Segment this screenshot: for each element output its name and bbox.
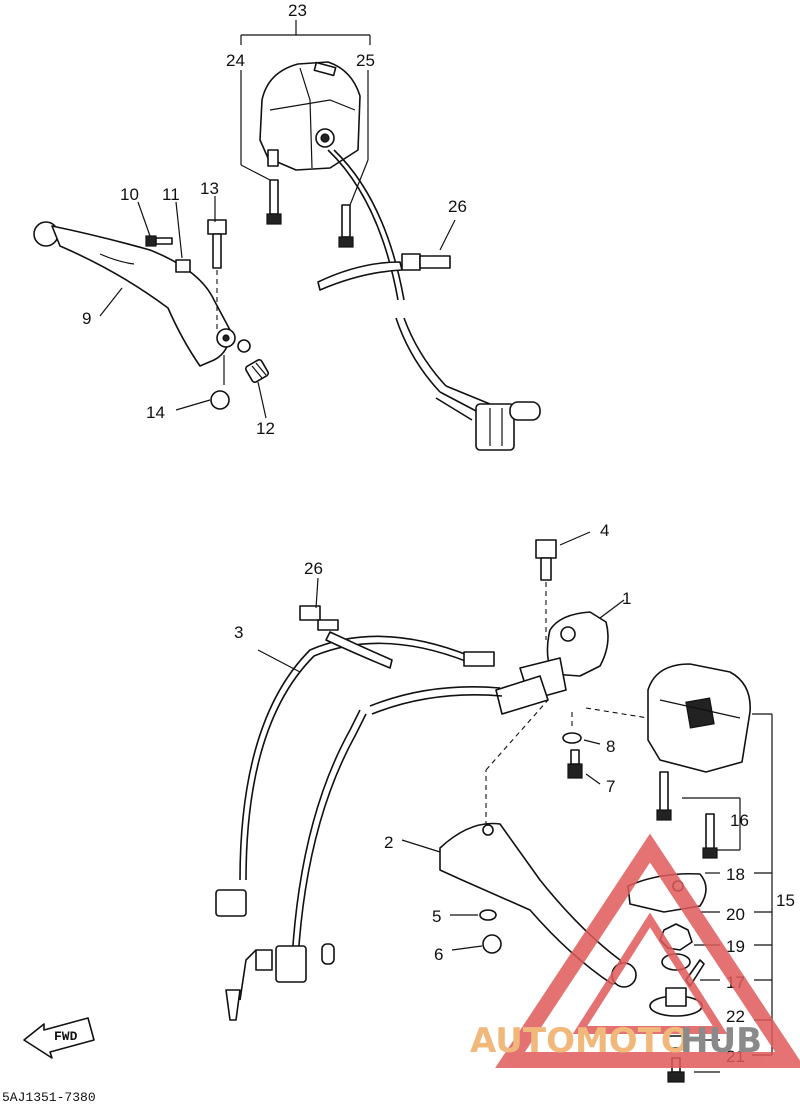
washer-5 (479, 909, 497, 921)
callout-6: 6 (434, 945, 443, 964)
nut-11 (175, 259, 191, 273)
callout-10: 10 (120, 185, 139, 204)
leaders-upper (99, 196, 267, 419)
svg-text:AUTOMOTO: AUTOMOTO (470, 1021, 690, 1061)
lever-holder (495, 599, 625, 715)
screws-16 (656, 771, 718, 859)
lower-connectors (215, 889, 335, 1021)
left-switch-housing (259, 61, 361, 171)
leaders-lower (694, 872, 772, 1073)
diagram-code: 5AJ1351-7380 (2, 1090, 96, 1104)
callout-9: 9 (82, 309, 91, 328)
callout-23: 23 (288, 1, 307, 20)
watermark-text: AUTOMOTO HUB (470, 1021, 762, 1061)
svg-text:HUB: HUB (680, 1021, 762, 1061)
part-22 (667, 1035, 685, 1049)
cable-tie-bottom (299, 577, 393, 669)
callout-4: 4 (600, 521, 609, 540)
nut-14 (210, 390, 230, 410)
callout-26-bottom: 26 (304, 559, 323, 578)
callout-5: 5 (432, 907, 441, 926)
clutch-lever (33, 221, 251, 367)
fwd-arrow: FWD (23, 1017, 95, 1059)
cable-3 (239, 635, 471, 881)
watermark-logo (495, 833, 800, 1068)
callout-12: 12 (256, 419, 275, 438)
screw-24 (266, 179, 282, 225)
callout-bracket-23 (240, 20, 371, 206)
washer-8 (562, 712, 601, 745)
callout-19: 19 (726, 937, 745, 956)
callout-20: 20 (726, 905, 745, 924)
callout-1: 1 (622, 589, 631, 608)
nut-6 (482, 934, 502, 954)
callout-16: 16 (730, 811, 749, 830)
callout-8: 8 (606, 737, 615, 756)
callout-2: 2 (384, 833, 393, 852)
upper-coupler (475, 401, 541, 451)
callout-18: 18 (726, 865, 745, 884)
callout-7: 7 (606, 777, 615, 796)
bolt-4 (535, 531, 591, 640)
harness-wire-lower (291, 709, 361, 961)
callout-13: 13 (200, 179, 219, 198)
callout-11: 11 (162, 185, 180, 204)
bolt-10 (145, 235, 173, 247)
callout-26-top: 26 (448, 197, 467, 216)
fwd-label: FWD (54, 1029, 78, 1044)
callout-25: 25 (356, 51, 375, 70)
pivot-bolt-13 (207, 219, 227, 330)
right-switch-housing (585, 663, 751, 773)
bolt-7 (567, 749, 601, 785)
callout-22: 22 (726, 1007, 745, 1026)
spring-12 (245, 359, 269, 383)
callout-15: 15 (776, 891, 795, 910)
screw-25 (338, 204, 354, 248)
part-17 (649, 959, 705, 1017)
upper-harness-wire (327, 149, 399, 301)
brake-lever (401, 699, 637, 988)
callout-3: 3 (234, 623, 243, 642)
callout-14: 14 (146, 403, 165, 422)
cable-tie-top (317, 219, 456, 291)
callout-24: 24 (226, 51, 245, 70)
